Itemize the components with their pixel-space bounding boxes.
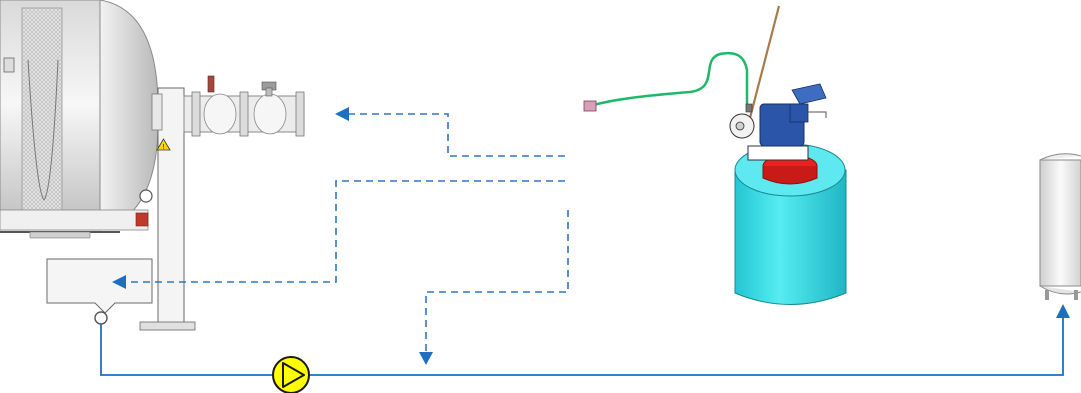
circulation-pump <box>272 356 310 393</box>
arrowhead-to-pipe <box>419 352 433 365</box>
circulation-pipe <box>100 304 1070 376</box>
svg-text:!: ! <box>163 144 165 151</box>
dosing-tank <box>583 5 847 305</box>
cylindrical-tank-icon <box>0 0 159 239</box>
drip-tray-icon <box>46 258 153 325</box>
vertical-vessel <box>1039 153 1081 300</box>
horizontal-tank: ! <box>0 0 196 331</box>
arrowhead-to-tray <box>112 275 126 289</box>
dosing-tank-with-pump-icon <box>583 5 847 305</box>
tank-support-stand: ! <box>139 87 196 331</box>
dosing-hose <box>589 51 749 110</box>
arrowhead-to-vessel <box>1056 304 1070 318</box>
suction-lance <box>748 5 781 119</box>
arrowhead-to-valve <box>335 107 349 121</box>
flanged-valve-icon <box>183 75 305 137</box>
vertical-vessel-icon <box>1039 153 1081 300</box>
flow-to-tray <box>112 180 565 289</box>
pump-symbol-icon <box>272 356 310 393</box>
valve-assembly <box>183 75 305 137</box>
hose-connector <box>583 100 597 112</box>
flow-to-pipe <box>419 210 569 365</box>
drip-tray <box>46 258 153 325</box>
flow-to-valve <box>335 107 565 157</box>
